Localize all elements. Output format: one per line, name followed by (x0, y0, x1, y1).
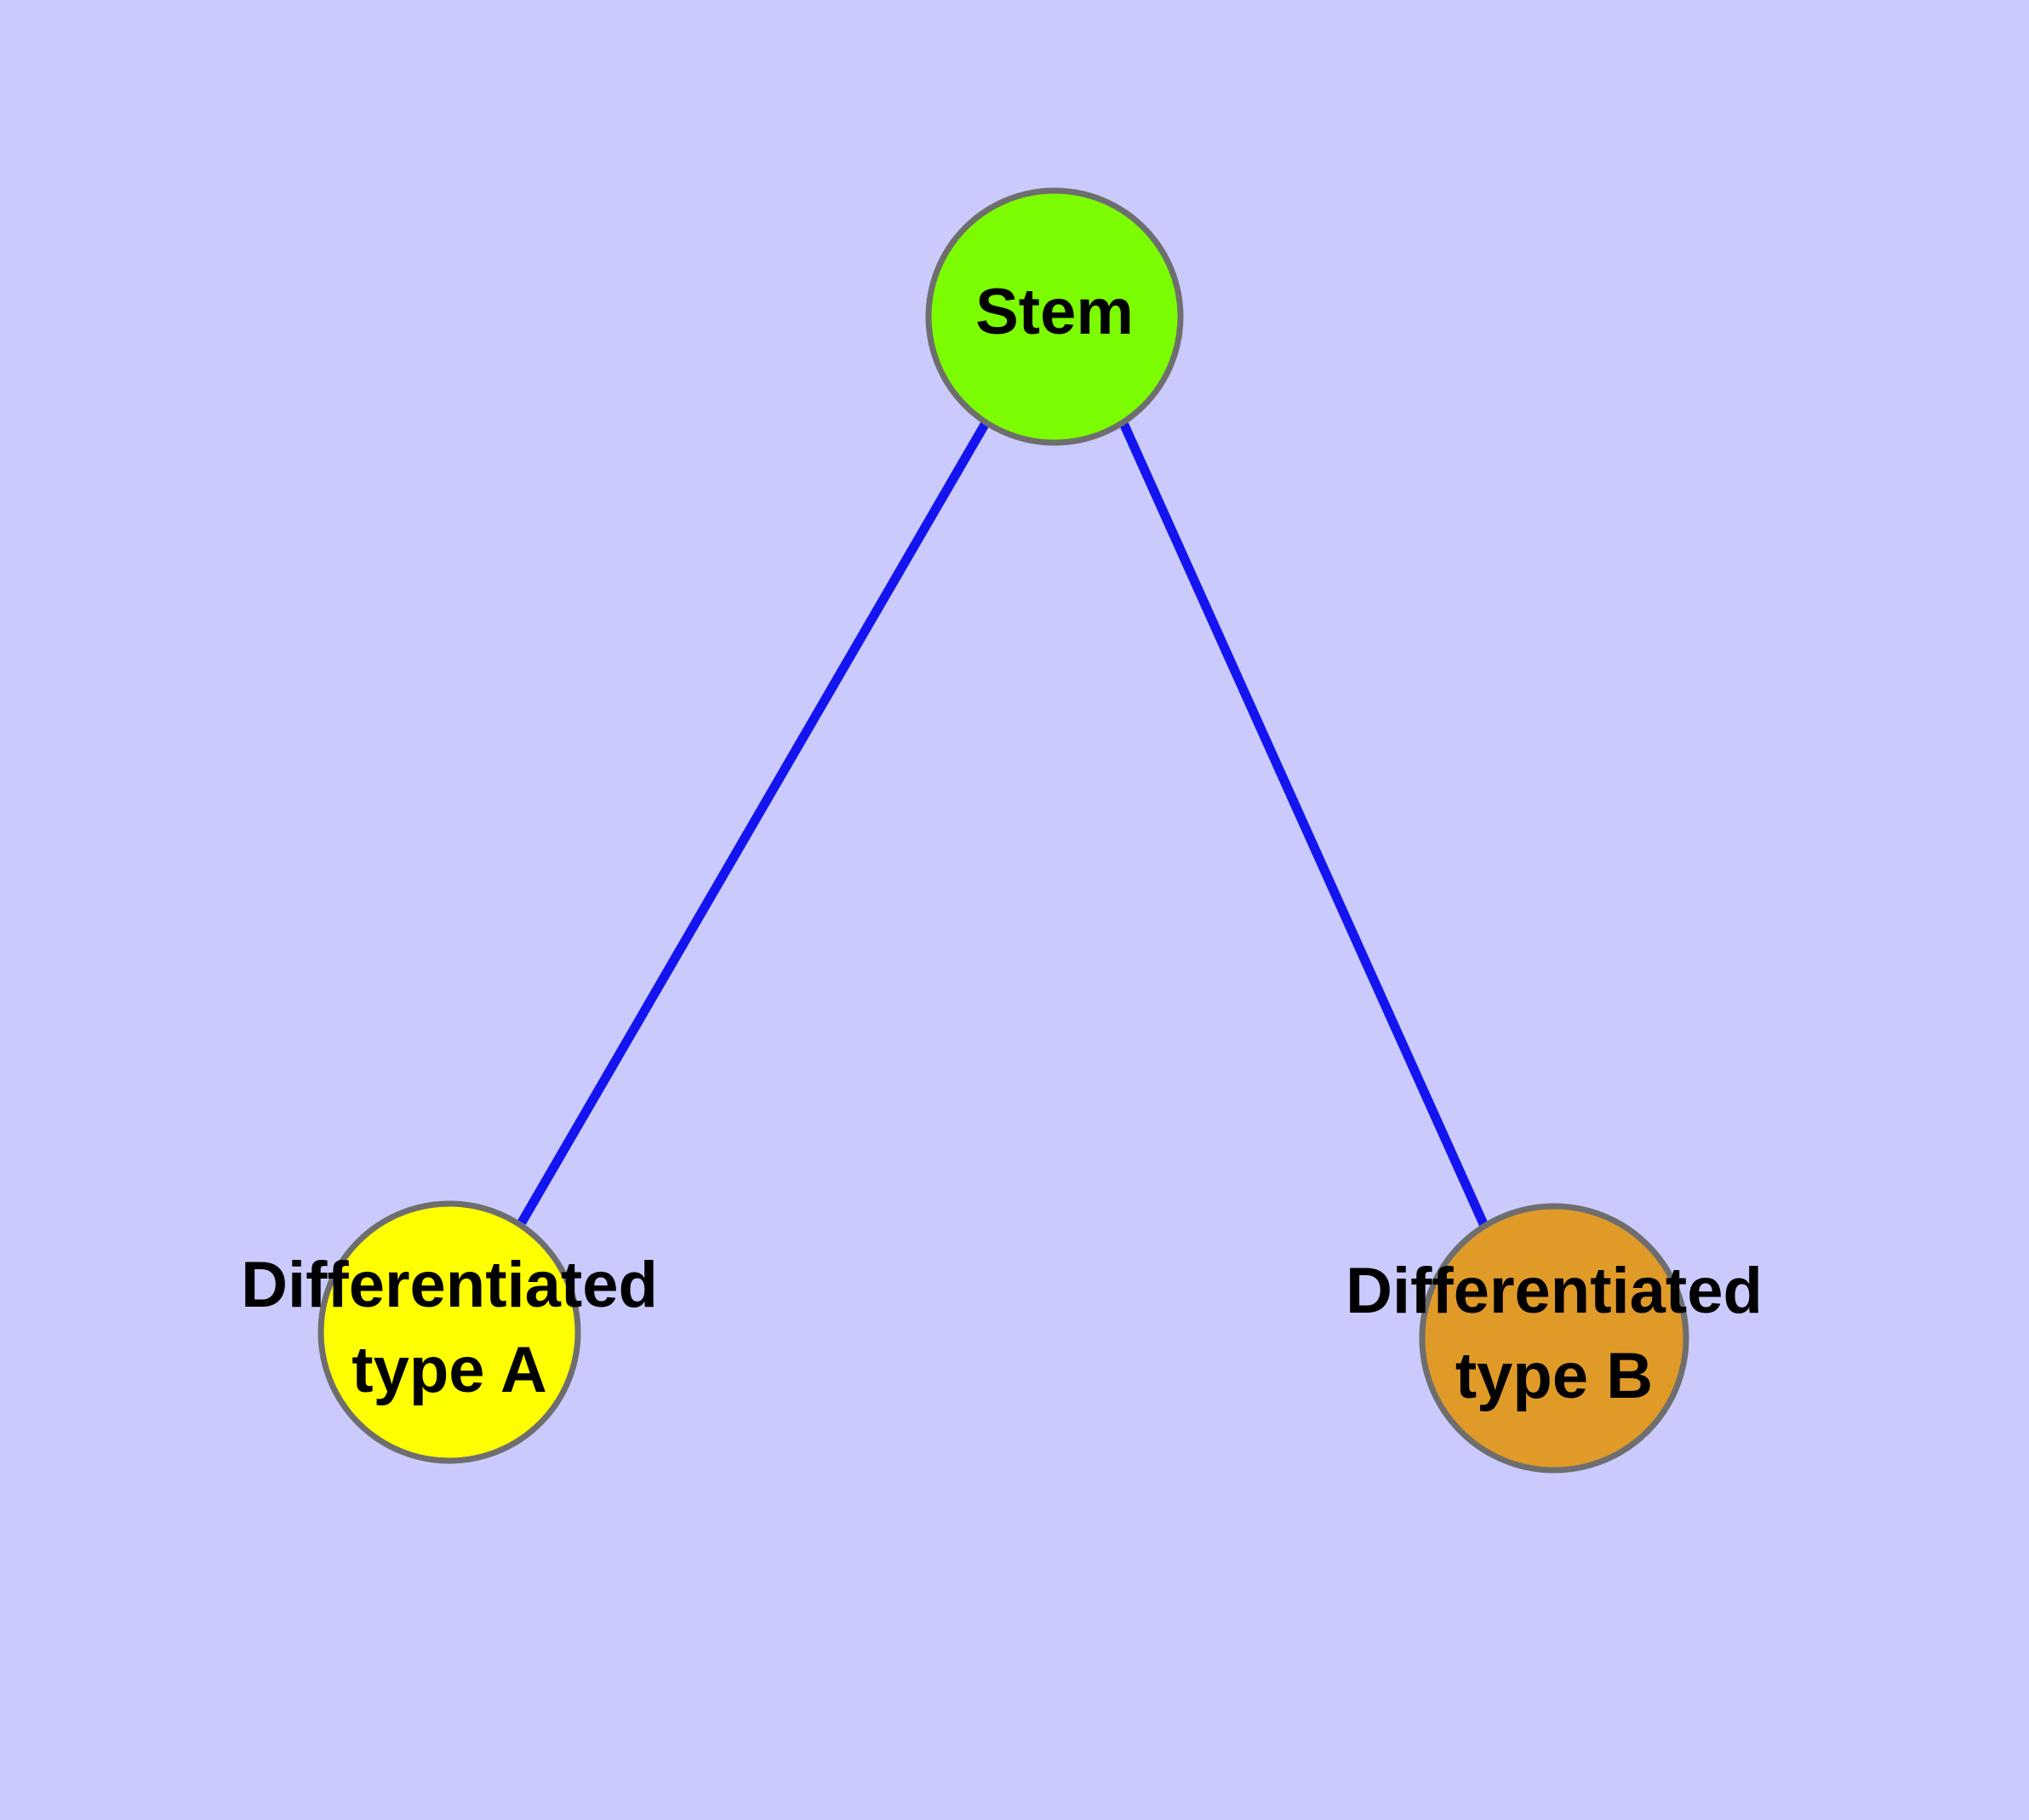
node-label-stem: Stem (975, 276, 1134, 348)
edges-layer (517, 421, 1489, 1228)
graph-node-diff_b[interactable] (1419, 1203, 1689, 1474)
nodes-layer (317, 187, 1689, 1474)
graph-edge-stem-to-diff-a[interactable] (517, 421, 990, 1225)
node-label-line: type B (1455, 1340, 1653, 1412)
graph-node-diff_a[interactable] (317, 1200, 581, 1464)
node-label-line: Stem (975, 276, 1134, 348)
node-label-line: Differentiated (1346, 1255, 1763, 1327)
node-label-diff_a: Differentiated type A (241, 1249, 658, 1406)
node-label-line: Differentiated (241, 1249, 658, 1321)
graph-node-stem[interactable] (925, 187, 1184, 446)
graph-edge-stem-to-diff-b[interactable] (1118, 421, 1489, 1228)
node-label-diff_b: Differentiated type B (1346, 1255, 1763, 1412)
node-label-line: type A (352, 1334, 546, 1406)
